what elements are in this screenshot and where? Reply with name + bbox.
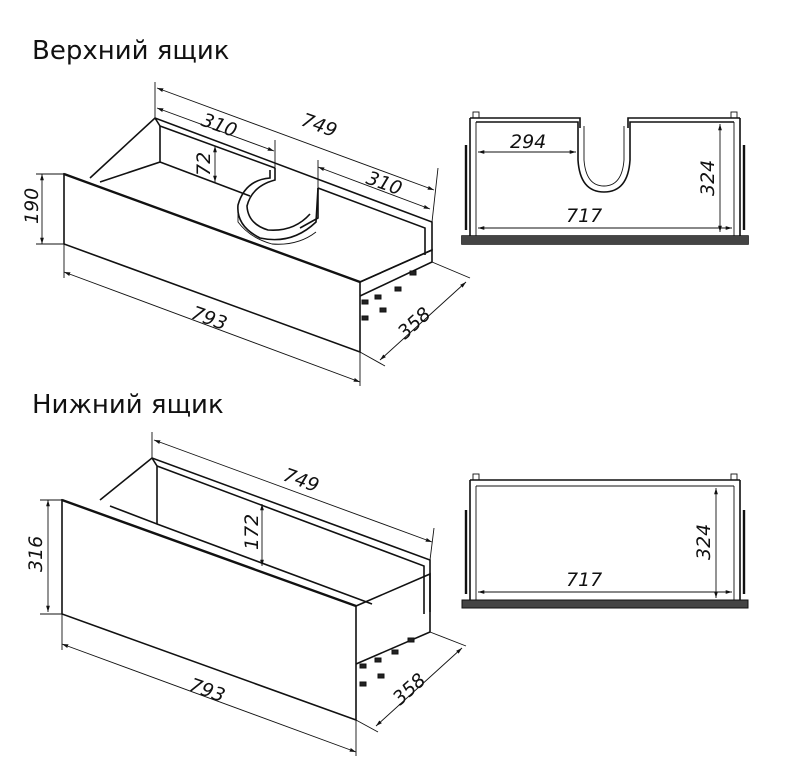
bottom-dim-358-ext	[355, 631, 467, 733]
top-plan-dim-294: 294	[510, 131, 546, 153]
bottom-plan-runners	[464, 510, 746, 594]
bottom-runner-clip-3	[391, 649, 399, 655]
bottom-dim-749: 749	[280, 464, 322, 497]
top-drawer-isometric: 749 310 310 72 190 793 358	[21, 82, 471, 386]
top-drawer-title: Верхний ящик	[32, 36, 230, 66]
bottom-plan-inner	[475, 485, 735, 600]
top-runner-clip-6	[379, 307, 387, 313]
top-dim-358-line	[379, 281, 467, 361]
top-plan-u-cutout	[476, 121, 734, 193]
bottom-plan-front	[461, 599, 749, 609]
top-side-inner	[99, 126, 161, 183]
top-dim-358-ext	[359, 261, 471, 367]
top-plan-tab-left	[472, 111, 480, 119]
bottom-plan-outer	[469, 479, 741, 600]
top-dim-793-line	[63, 271, 361, 383]
bottom-side-inner	[109, 457, 158, 526]
bottom-dim-358-line	[375, 647, 463, 727]
top-dim-749: 749	[298, 109, 340, 142]
bottom-plan-tab-left	[472, 473, 480, 481]
bottom-runner-clip-4	[407, 637, 415, 643]
bottom-plan-dim-324: 324	[693, 524, 715, 560]
top-dim-72: 72	[193, 152, 215, 176]
bottom-dim-793: 793	[186, 674, 228, 707]
bottom-dim-358: 358	[389, 669, 431, 710]
bottom-plan-dim-717: 717	[566, 569, 602, 591]
top-runner-clip-4	[409, 270, 417, 276]
top-plan-dim-717: 717	[566, 205, 602, 227]
bottom-runner-clip-1	[359, 663, 367, 669]
top-dim-190: 190	[21, 188, 43, 224]
top-runner-clip-5	[361, 315, 369, 321]
top-u-cutout-inner	[246, 168, 311, 231]
top-u-cutout-bottom	[237, 205, 317, 245]
bottom-runner-clip-6	[377, 673, 385, 679]
bottom-runner-clip-5	[359, 681, 367, 687]
top-plan-tab-right	[730, 111, 738, 119]
top-plan-outer-sides	[469, 118, 741, 236]
top-dim-749-ext	[154, 82, 439, 223]
top-runner	[359, 248, 433, 297]
top-plan-inner-sides	[475, 122, 735, 236]
top-dim-310a-line	[156, 107, 275, 152]
top-plan-dim-324: 324	[697, 160, 719, 196]
top-runner-clip-2	[374, 294, 382, 300]
top-drawer-plan: 294 717 324	[461, 111, 749, 245]
bottom-dim-172: 172	[241, 514, 263, 550]
bottom-drawer-isometric: 749 172 316 793 358	[25, 432, 467, 756]
bottom-plan-tab-right	[730, 473, 738, 481]
top-back-right-edge	[317, 187, 426, 255]
bottom-dim-793-line	[61, 643, 357, 753]
top-plan-outer-top	[470, 117, 740, 128]
bottom-front-top-edge	[61, 498, 357, 608]
top-runner-clip-3	[394, 286, 402, 292]
bottom-drawer-title: Нижний ящик	[32, 390, 224, 420]
top-dim-793: 793	[188, 302, 230, 335]
bottom-dim-749-ext	[151, 432, 435, 561]
bottom-dim-316-ext	[40, 499, 62, 615]
top-dim-310b-line	[317, 166, 431, 210]
top-dim-310-right: 310	[363, 167, 405, 200]
top-plan-runners	[464, 145, 746, 230]
top-plan-front-fill	[462, 236, 748, 244]
top-plan-u-inner	[583, 126, 625, 187]
bottom-dim-316: 316	[25, 536, 47, 572]
top-u-cutout	[237, 170, 319, 241]
top-runner-clip-1	[361, 299, 369, 305]
top-dim-358: 358	[394, 303, 436, 344]
top-front-top-edge	[63, 172, 361, 284]
bottom-dim-749-line	[153, 439, 433, 543]
bottom-drawer-plan: 717 324	[461, 473, 749, 609]
bottom-runner-clip-2	[374, 657, 382, 663]
